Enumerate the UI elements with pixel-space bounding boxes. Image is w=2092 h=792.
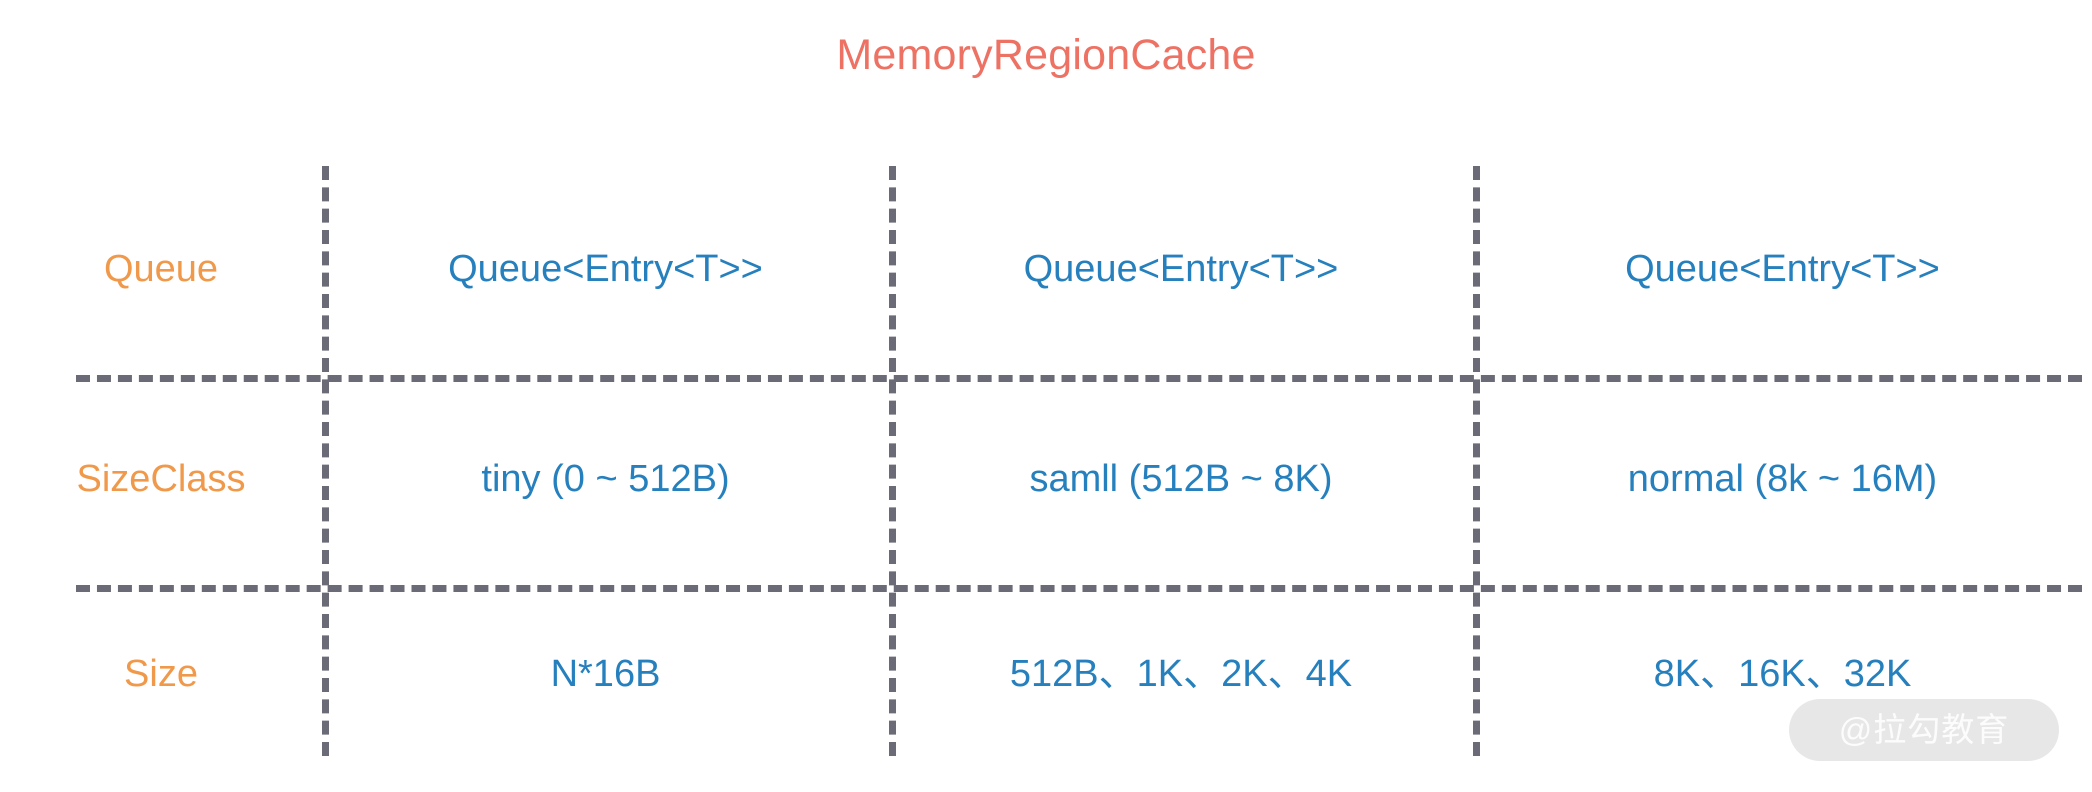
cell-sizeclass-tiny-text: tiny (0 ~ 512B) xyxy=(481,458,730,500)
watermark-text: @拉勾教育 xyxy=(1838,711,2010,748)
cell-size-normal: 8K、16K、32K xyxy=(1473,592,2092,756)
cell-queue-small-text: Queue<Entry<T>> xyxy=(1023,248,1339,290)
row-label-size-text: Size xyxy=(124,653,198,695)
column-divider-1 xyxy=(322,166,329,756)
cell-sizeclass-normal: normal (8k ~ 16M) xyxy=(1473,379,2092,579)
column-divider-3 xyxy=(1473,166,1480,756)
row-divider-1 xyxy=(76,375,2082,382)
row-label-queue-text: Queue xyxy=(103,248,219,290)
cell-sizeclass-small: samll (512B ~ 8K) xyxy=(889,379,1473,579)
cell-queue-normal-text: Queue<Entry<T>> xyxy=(1625,248,1940,290)
cell-sizeclass-tiny: tiny (0 ~ 512B) xyxy=(322,379,889,579)
cell-size-small: 512B、1K、2K、4K xyxy=(889,592,1473,756)
cell-queue-small: Queue<Entry<T>> xyxy=(889,166,1473,372)
row-label-size: Size xyxy=(0,592,322,756)
cell-queue-normal: Queue<Entry<T>> xyxy=(1473,166,2092,372)
cell-size-tiny-text: N*16B xyxy=(550,653,661,695)
cell-queue-tiny: Queue<Entry<T>> xyxy=(322,166,889,372)
column-divider-2 xyxy=(889,166,896,756)
row-label-sizeclass-text: SizeClass xyxy=(76,458,246,500)
cell-queue-tiny-text: Queue<Entry<T>> xyxy=(448,248,763,290)
page-title: MemoryRegionCache xyxy=(836,31,1256,79)
cell-sizeclass-normal-text: normal (8k ~ 16M) xyxy=(1627,458,1938,500)
cell-size-small-text: 512B、1K、2K、4K xyxy=(1009,653,1353,695)
cell-size-tiny: N*16B xyxy=(322,592,889,756)
row-label-sizeclass: SizeClass xyxy=(0,379,322,579)
cell-sizeclass-small-text: samll (512B ~ 8K) xyxy=(1029,458,1333,500)
row-divider-2 xyxy=(76,585,2082,592)
cell-size-normal-text: 8K、16K、32K xyxy=(1653,653,1912,695)
watermark-badge: @拉勾教育 xyxy=(1789,699,2059,761)
row-label-queue: Queue xyxy=(0,166,322,372)
